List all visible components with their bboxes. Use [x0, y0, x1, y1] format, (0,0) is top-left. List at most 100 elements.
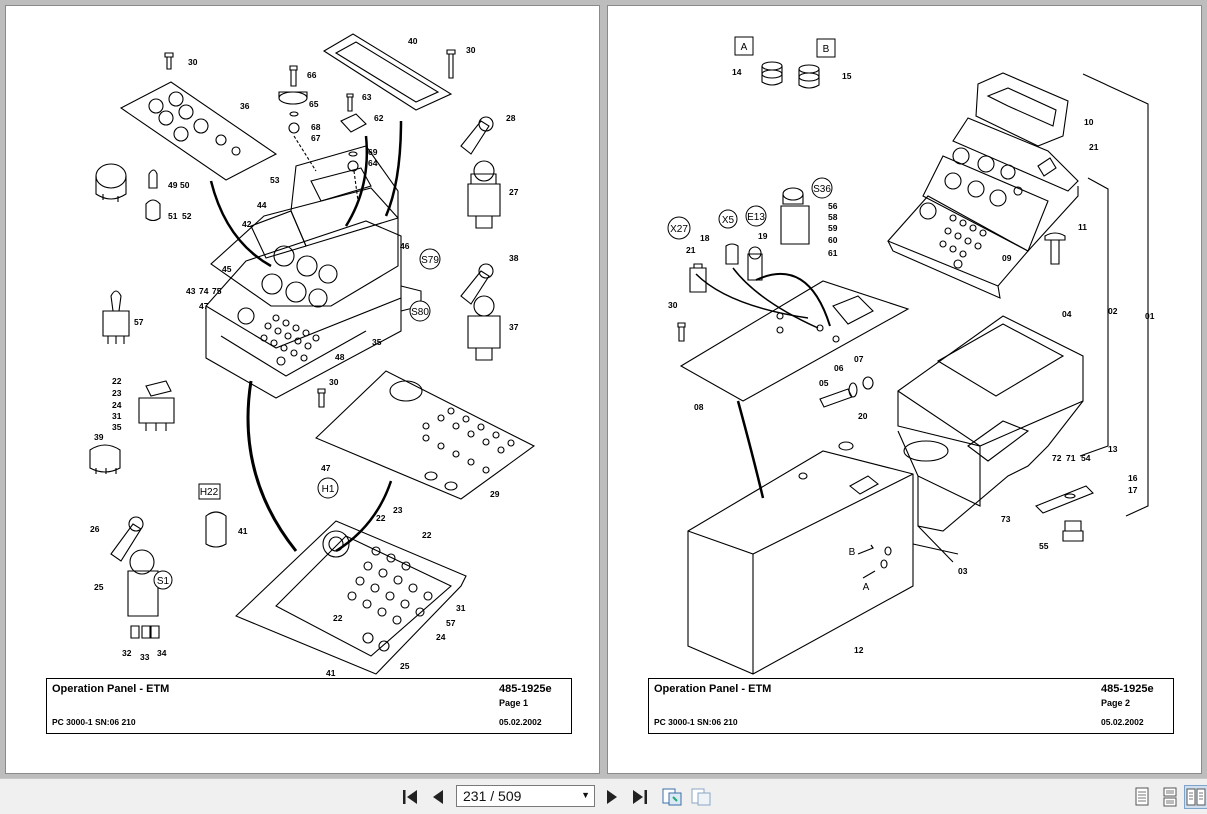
svg-text:28: 28 — [506, 113, 516, 123]
svg-text:17: 17 — [1128, 485, 1138, 495]
fit-width-icon — [691, 788, 711, 806]
svg-text:H1: H1 — [322, 484, 335, 495]
svg-text:49: 49 — [168, 180, 178, 190]
svg-text:14: 14 — [732, 67, 742, 77]
svg-text:11: 11 — [1078, 222, 1087, 232]
svg-text:07: 07 — [854, 354, 864, 364]
parts-diagram-page-1: 30 36 40 30 66 65 68 67 63 62 69 64 28 4… — [89, 33, 536, 678]
svg-text:24: 24 — [436, 632, 446, 642]
svg-text:06: 06 — [834, 363, 844, 373]
svg-text:35: 35 — [112, 422, 122, 432]
svg-text:25: 25 — [400, 661, 410, 671]
svg-text:S79: S79 — [421, 255, 439, 266]
svg-text:71: 71 — [1066, 453, 1076, 463]
svg-text:16: 16 — [1128, 473, 1138, 483]
svg-text:60: 60 — [828, 235, 838, 245]
continuous-view-icon — [1163, 787, 1177, 807]
first-page-button[interactable] — [398, 785, 422, 809]
svg-text:31: 31 — [112, 411, 122, 421]
svg-text:46: 46 — [400, 241, 410, 251]
svg-text:22: 22 — [422, 530, 432, 540]
single-page-icon — [1135, 787, 1149, 806]
svg-text:20: 20 — [858, 411, 868, 421]
continuous-view-button[interactable] — [1158, 785, 1182, 809]
page-number-select[interactable]: 231 / 509 ▼ — [456, 785, 595, 807]
document-number: 485-1925e — [1101, 683, 1154, 695]
last-page-icon — [633, 790, 647, 804]
svg-text:36: 36 — [240, 101, 250, 111]
svg-text:72: 72 — [1052, 453, 1062, 463]
svg-text:13: 13 — [1108, 444, 1118, 454]
svg-text:32: 32 — [122, 648, 132, 658]
svg-text:52: 52 — [182, 211, 192, 221]
svg-text:03: 03 — [958, 566, 968, 576]
two-page-view-icon — [1186, 788, 1206, 806]
drawing-date: 05.02.2002 — [1101, 717, 1144, 727]
svg-text:65: 65 — [309, 99, 319, 109]
svg-text:43: 43 — [186, 286, 196, 296]
svg-text:22: 22 — [376, 513, 386, 523]
svg-text:30: 30 — [329, 377, 339, 387]
fit-width-button[interactable] — [689, 785, 713, 809]
page-label: Page 1 — [499, 698, 529, 708]
page-indicator: 231 / 509 — [463, 788, 522, 804]
svg-text:21: 21 — [1089, 142, 1099, 152]
document-number: 485-1925e — [499, 683, 552, 695]
svg-text:57: 57 — [134, 317, 144, 327]
callouts-page-1: 30 36 40 30 66 65 68 67 63 62 69 64 28 4… — [90, 36, 519, 678]
svg-text:67: 67 — [311, 133, 321, 143]
svg-text:41: 41 — [326, 668, 336, 678]
svg-text:55: 55 — [1039, 541, 1049, 551]
svg-text:25: 25 — [94, 582, 104, 592]
previous-page-button[interactable] — [426, 785, 450, 809]
svg-text:30: 30 — [668, 300, 678, 310]
svg-text:19: 19 — [758, 231, 768, 241]
svg-text:45: 45 — [222, 264, 232, 274]
svg-text:S1: S1 — [157, 576, 170, 587]
two-page-view-button[interactable] — [1184, 785, 1207, 809]
svg-text:75: 75 — [212, 286, 222, 296]
svg-text:18: 18 — [700, 233, 710, 243]
svg-text:53: 53 — [270, 175, 280, 185]
svg-text:66: 66 — [307, 70, 317, 80]
svg-text:57: 57 — [446, 618, 456, 628]
page-label: Page 2 — [1101, 698, 1131, 708]
svg-text:B: B — [849, 547, 856, 558]
svg-text:38: 38 — [509, 253, 519, 263]
svg-text:74: 74 — [199, 286, 209, 296]
svg-text:02: 02 — [1108, 306, 1118, 316]
svg-text:50: 50 — [180, 180, 190, 190]
svg-text:31: 31 — [456, 603, 466, 613]
single-page-view-button[interactable] — [1130, 785, 1154, 809]
last-page-button[interactable] — [628, 785, 652, 809]
first-page-icon — [403, 790, 417, 804]
svg-text:73: 73 — [1001, 514, 1011, 524]
next-page-button[interactable] — [600, 785, 624, 809]
viewer-toolbar: 231 / 509 ▼ — [0, 778, 1207, 814]
svg-text:30: 30 — [466, 45, 476, 55]
svg-text:39: 39 — [94, 432, 104, 442]
svg-text:22: 22 — [112, 376, 122, 386]
svg-text:58: 58 — [828, 212, 838, 222]
svg-text:37: 37 — [509, 322, 519, 332]
svg-text:47: 47 — [199, 301, 209, 311]
drawing-date: 05.02.2002 — [499, 717, 542, 727]
svg-text:B: B — [823, 44, 830, 55]
model-serial: PC 3000-1 SN:06 210 — [654, 717, 738, 727]
svg-text:H22: H22 — [200, 487, 219, 498]
svg-text:30: 30 — [188, 57, 198, 67]
fit-page-button[interactable] — [660, 785, 684, 809]
svg-text:61: 61 — [828, 248, 838, 258]
svg-text:63: 63 — [362, 92, 372, 102]
svg-text:15: 15 — [842, 71, 852, 81]
svg-text:23: 23 — [393, 505, 403, 515]
svg-text:47: 47 — [321, 463, 331, 473]
svg-text:10: 10 — [1084, 117, 1094, 127]
svg-text:21: 21 — [686, 245, 696, 255]
drawing-title: Operation Panel - ETM — [52, 683, 170, 695]
model-serial: PC 3000-1 SN:06 210 — [52, 717, 136, 727]
svg-text:05: 05 — [819, 378, 829, 388]
svg-text:48: 48 — [335, 352, 345, 362]
svg-text:04: 04 — [1062, 309, 1072, 319]
